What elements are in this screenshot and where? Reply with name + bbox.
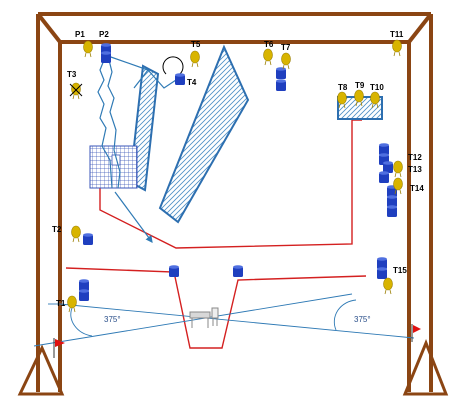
barrels: [79, 43, 397, 301]
label-p2: P2: [99, 30, 109, 39]
blue-path-top: [107, 55, 177, 89]
target-icon: [354, 89, 364, 107]
barrel-icon: [377, 257, 387, 269]
crossed-target-icon: [69, 83, 83, 97]
target-icon: [190, 50, 200, 68]
barrel-icon: [377, 267, 387, 279]
label-t5: T5: [191, 40, 201, 49]
shot-line-left: [33, 293, 353, 347]
target-icon: [383, 277, 393, 295]
table-icon: [189, 307, 219, 328]
flag-right: [411, 324, 421, 342]
label-t1: T1: [56, 299, 66, 308]
blue-branch: [133, 69, 149, 89]
wall-center-diagonal: [158, 44, 250, 224]
target-icon: [71, 82, 81, 100]
label-t13: T13: [408, 165, 422, 174]
label-t12: T12: [408, 153, 422, 162]
barrel-icon: [83, 233, 93, 245]
label-t14: T14: [410, 184, 424, 193]
label-p1: P1: [75, 30, 85, 39]
angle-label-left: 375°: [104, 315, 121, 324]
barrel-icon: [175, 73, 185, 85]
label-t7: T7: [281, 43, 291, 52]
label-t4: T4: [187, 78, 197, 87]
barrel-icon: [276, 79, 286, 91]
target-icon: [83, 40, 93, 58]
target-icon: [263, 48, 273, 66]
blue-movement-lines: [97, 55, 177, 243]
barrel-icon: [79, 279, 89, 291]
target-icon: [67, 295, 77, 313]
target-icon: [71, 225, 81, 243]
label-t8: T8: [338, 83, 348, 92]
target-icon: [370, 91, 380, 109]
barrel-icon: [169, 265, 179, 277]
bay-frame: [17, 12, 449, 396]
angle-label-right: 375°: [354, 315, 371, 324]
left-frame-corner: [36, 12, 62, 44]
target-icon: [337, 91, 347, 109]
barrel-icon: [233, 265, 243, 277]
barrel-icon: [379, 143, 389, 155]
squiggle-2: [107, 55, 121, 189]
label-t2: T2: [52, 225, 62, 234]
left-wedge: [17, 344, 65, 396]
barrel-icon: [79, 289, 89, 301]
rotation-arc: [162, 56, 184, 75]
right-frame-corner: [407, 12, 433, 44]
angle-arc-right: [333, 299, 357, 331]
barrel-icon: [387, 195, 397, 207]
target-icon: [392, 39, 402, 57]
barrel-icon: [276, 67, 286, 79]
squiggle-1: [97, 59, 113, 189]
label-t15: T15: [393, 266, 407, 275]
barrel-icon: [101, 51, 111, 63]
shot-line-right: [59, 303, 415, 339]
grid-net: [89, 145, 138, 189]
right-wedge: [402, 338, 449, 396]
target-icon: [281, 52, 291, 70]
target-icon: [393, 177, 403, 195]
label-t10: T10: [370, 83, 384, 92]
label-t6: T6: [264, 40, 274, 49]
movement-arrow: [114, 191, 153, 243]
barrel-icon: [383, 161, 393, 173]
label-t3: T3: [67, 70, 77, 79]
red-path-lower: [65, 267, 367, 349]
barrel-icon: [387, 205, 397, 217]
barrel-icon: [379, 171, 389, 183]
position-labels: P1 P2 T3 T4 T5 T6 T7 T8 T9 T10 T11 T12 T…: [52, 30, 424, 308]
label-t9: T9: [355, 81, 365, 90]
flag-left: [53, 338, 65, 358]
targets: [67, 39, 403, 313]
grid-net-window: [111, 154, 121, 166]
angle-arc-left: [70, 307, 93, 337]
label-t11: T11: [390, 30, 404, 39]
shooting-lines: [33, 293, 415, 347]
target-icon: [393, 160, 403, 178]
